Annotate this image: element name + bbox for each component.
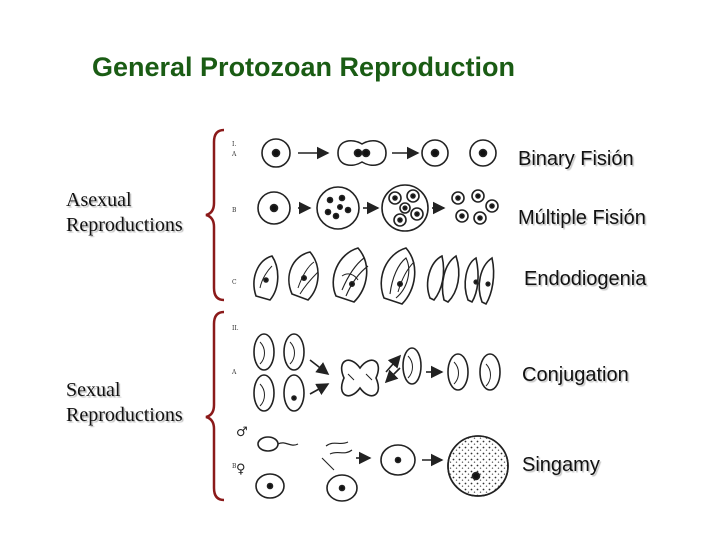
sexual-bracket <box>205 310 225 502</box>
endodiogeny-label: Endodiogenia <box>524 268 647 290</box>
multiple-fission-label: Múltiple Fisión <box>518 207 646 229</box>
binary-fission-row <box>261 138 497 168</box>
endodiogeny-row <box>253 247 495 306</box>
svg-text:II.: II. <box>232 325 239 332</box>
syngamy-row: ♂ ♀ <box>236 425 509 502</box>
syngamy-label: Singamy <box>522 454 600 476</box>
svg-text:A: A <box>231 151 237 158</box>
svg-text:C: C <box>232 279 237 286</box>
conjugation-row <box>253 333 501 412</box>
svg-text:♀: ♀ <box>236 462 246 477</box>
slide-title: General Protozoan Reproduction <box>92 52 516 82</box>
conjugation-label: Conjugation <box>522 364 629 386</box>
asexual-bracket <box>205 128 225 302</box>
asexual-reproductions-label: Asexual Reproductions <box>66 189 183 236</box>
sexual-reproductions-label: Sexual Reproductions <box>66 379 183 426</box>
svg-text:B: B <box>232 207 237 214</box>
svg-text:I.: I. <box>232 141 236 148</box>
svg-text:B: B <box>232 463 237 470</box>
multiple-fission-row <box>257 184 499 232</box>
svg-text:A: A <box>231 369 237 376</box>
reproduction-illustration: ♂ ♀ I. A B <box>231 138 509 502</box>
binary-fission-label: Binary Fisión <box>518 148 634 170</box>
svg-text:♂: ♂ <box>236 425 248 440</box>
